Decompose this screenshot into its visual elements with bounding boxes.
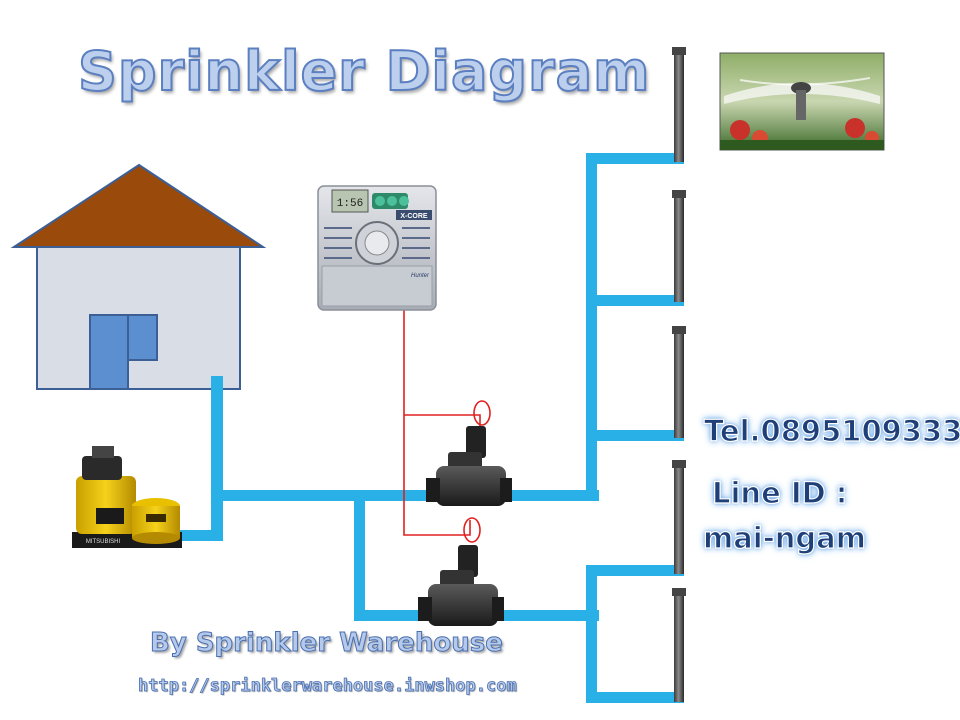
controller-display: 1:56 <box>337 198 363 210</box>
credit-url[interactable]: http://sprinklerwarehouse.inwshop.com <box>138 676 518 697</box>
sprinkler-head-3 <box>672 326 686 438</box>
credit-byline: By Sprinkler Warehouse <box>150 628 504 659</box>
sprinkler-head-5 <box>672 588 686 702</box>
controller-brand: X-CORE <box>400 213 428 220</box>
house <box>10 163 267 390</box>
house-roof <box>10 163 267 248</box>
phone-number: Tel.0895109333 <box>703 413 960 448</box>
controller-maker: Hunter <box>411 273 430 279</box>
sprinkler-head-1 <box>672 47 686 162</box>
irrigation-controller: 1:56 X-CORE Hunter <box>317 185 437 311</box>
water-pump: MITSUBISHI <box>72 446 182 548</box>
solenoid-valve-upper <box>426 426 512 506</box>
sprinkler-head-4 <box>672 460 686 574</box>
sprinkler-head-2 <box>672 190 686 302</box>
page-title: Sprinkler Diagram <box>77 39 651 104</box>
sprinkler-photo <box>719 52 885 151</box>
solenoid-valve-lower <box>418 545 504 626</box>
pump-brand: MITSUBISHI <box>86 539 121 545</box>
house-window <box>127 314 158 361</box>
control-wires <box>403 306 491 543</box>
house-door <box>89 314 129 390</box>
line-id-label: Line ID : <box>711 475 848 510</box>
line-id-value: mai-ngam <box>702 520 866 555</box>
